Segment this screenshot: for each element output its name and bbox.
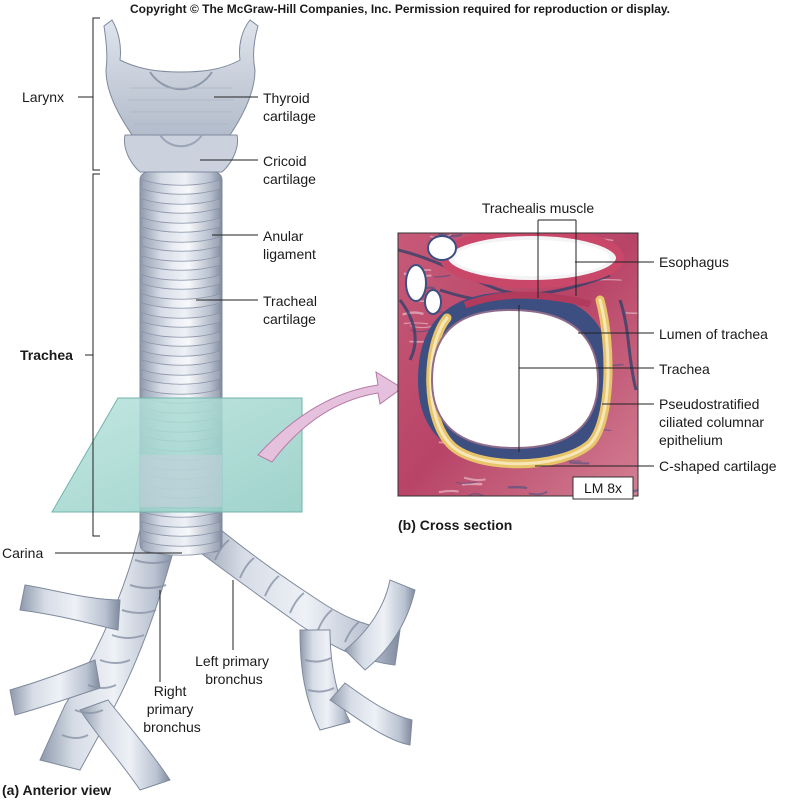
trachealis-muscle-label: Trachealis muscle xyxy=(482,200,595,216)
tracheal-ring xyxy=(141,236,221,252)
tracheal-ring xyxy=(141,179,221,195)
tracheal-ring xyxy=(141,274,221,290)
trachea-bracket xyxy=(85,173,100,537)
cross-section-micrograph xyxy=(397,232,639,497)
bronchi-illustration xyxy=(9,524,416,791)
trachea-label: Trachea xyxy=(20,347,73,363)
c-shaped-cartilage-label: C-shaped cartilage xyxy=(659,458,777,474)
magnification-label: LM 8x xyxy=(584,480,622,496)
cross-section-caption: (b) Cross section xyxy=(398,517,512,533)
thyroid-cartilage-label: Thyroid cartilage xyxy=(263,90,316,124)
tracheal-ring xyxy=(141,198,221,214)
larynx-bracket xyxy=(78,17,100,171)
anular-ligament-label: Anular ligament xyxy=(263,228,316,262)
trachea-section-label: Trachea xyxy=(659,361,710,377)
larynx-label: Larynx xyxy=(22,89,64,105)
anterior-view-illustration xyxy=(9,19,416,791)
lumen-of-trachea-label: Lumen of trachea xyxy=(659,326,768,342)
right-primary-bronchus-label: Right primary bronchus xyxy=(143,683,201,735)
larynx-illustration xyxy=(103,19,259,173)
tracheal-ring xyxy=(141,369,221,385)
cricoid-cartilage-label: Cricoid cartilage xyxy=(263,153,316,187)
tracheal-ring xyxy=(141,312,221,328)
left-primary-bronchus-label: Left primary bronchus xyxy=(195,653,273,687)
epithelium-label: Pseudostratified ciliated columnar epith… xyxy=(659,396,768,448)
anterior-view-caption: (a) Anterior view xyxy=(2,782,111,798)
tracheal-ring xyxy=(141,350,221,366)
tracheal-cartilage-label: Tracheal cartilage xyxy=(263,293,321,327)
copyright-notice: Copyright © The McGraw-Hill Companies, I… xyxy=(130,2,670,16)
tracheal-ring xyxy=(141,540,221,556)
tracheal-ring xyxy=(141,217,221,233)
carina-label: Carina xyxy=(2,545,43,561)
magnification-badge xyxy=(572,476,634,500)
tracheal-ring xyxy=(141,255,221,271)
tracheal-ring xyxy=(141,331,221,347)
tracheal-ring xyxy=(141,293,221,309)
esophagus-label: Esophagus xyxy=(659,254,729,270)
tracheal-ring xyxy=(141,521,221,537)
